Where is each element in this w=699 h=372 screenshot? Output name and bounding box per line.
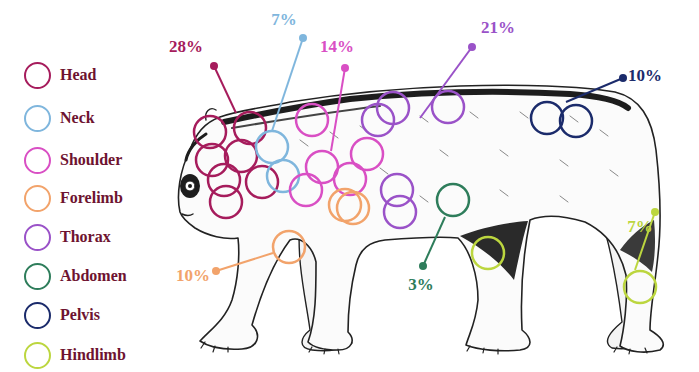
leader-line (216, 253, 273, 271)
legend-swatch (24, 185, 51, 212)
leader-dot (210, 62, 218, 70)
legend-label: Neck (60, 109, 95, 127)
legend-label: Hindlimb (60, 346, 126, 364)
injury-circle (296, 104, 328, 136)
percent-label: 10% (176, 267, 210, 284)
legend-swatch (24, 224, 51, 251)
injury-circle (337, 192, 369, 224)
injury-circle (472, 237, 504, 269)
leader-line (566, 78, 623, 102)
percent-label: 7% (271, 11, 297, 28)
injury-circle (290, 174, 322, 206)
leader-dot (619, 74, 627, 82)
legend-label: Pelvis (60, 306, 100, 324)
legend-entry: Shoulder (24, 145, 122, 175)
legend-swatch (24, 263, 51, 290)
percent-label: 28% (169, 38, 203, 55)
injury-circle (381, 174, 413, 206)
injury-circle (267, 160, 299, 192)
percent-label: 21% (481, 19, 515, 36)
legend-entry: Thorax (24, 222, 111, 252)
leader-dot (212, 267, 220, 275)
leader-line (331, 68, 345, 151)
injury-circle (437, 184, 469, 216)
percent-label: 10% (628, 67, 662, 84)
legend-swatch (24, 302, 51, 329)
legend-entry: Abdomen (24, 261, 127, 291)
legend-entry: Head (24, 60, 96, 90)
legend-swatch (24, 105, 51, 132)
legend-entry: Pelvis (24, 300, 100, 330)
leader-line (214, 66, 236, 113)
leader-dot (651, 208, 659, 216)
injury-circle (624, 271, 656, 303)
injury-circle (531, 102, 563, 134)
injury-circle (225, 140, 257, 172)
legend-label: Abdomen (60, 267, 127, 285)
leader-line (420, 47, 472, 118)
leader-dot (299, 34, 307, 42)
leader-line (272, 38, 303, 131)
legend-label: Thorax (60, 228, 111, 246)
injury-circle (196, 144, 228, 176)
injury-circle (256, 131, 288, 163)
injury-circle (210, 186, 242, 218)
legend-label: Forelimb (60, 189, 123, 207)
legend-label: Shoulder (60, 151, 122, 169)
injury-circle (273, 231, 305, 263)
leader-dot (419, 262, 427, 270)
legend-label: Head (60, 66, 96, 84)
percent-label: 3% (408, 276, 434, 293)
percent-label: 14% (320, 38, 354, 55)
legend-entry: Hindlimb (24, 340, 126, 370)
injury-circle (377, 92, 409, 124)
percent-label: 7% (627, 218, 653, 235)
leader-dot (341, 64, 349, 72)
legend-entry: Forelimb (24, 183, 123, 213)
leader-dot (468, 43, 476, 51)
injury-circle (384, 196, 416, 228)
injury-circle (351, 138, 383, 170)
leader-line (423, 217, 445, 266)
legend-swatch (24, 342, 51, 369)
injury-circle (560, 105, 592, 137)
legend-entry: Neck (24, 103, 95, 133)
legend-swatch (24, 62, 51, 89)
legend-swatch (24, 147, 51, 174)
injury-circle (246, 166, 278, 198)
